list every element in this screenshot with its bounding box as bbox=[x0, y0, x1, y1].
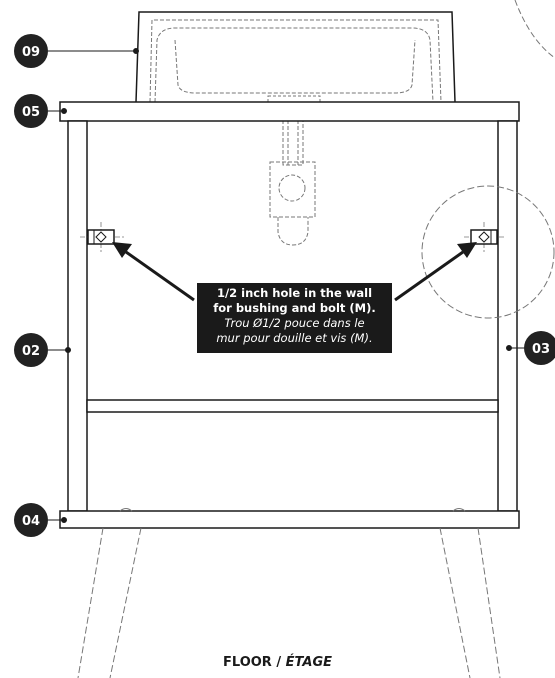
instruction-callout: 1/2 inch hole in the wall for bushing an… bbox=[197, 283, 392, 353]
floor-label-english: FLOOR bbox=[223, 655, 272, 670]
left-arrow bbox=[112, 242, 195, 302]
leader-lines bbox=[48, 48, 524, 523]
callout-line-2: for bushing and bolt (M). bbox=[213, 301, 376, 315]
callout-line-1: 1/2 inch hole in the wall bbox=[216, 286, 373, 300]
part-badge-03: 03 bbox=[524, 331, 555, 365]
part-badge-04: 04 bbox=[14, 503, 48, 537]
detail-arc-top bbox=[514, 0, 555, 59]
middle-shelf bbox=[86, 399, 499, 413]
floor-label-french: ÉTAGE bbox=[285, 655, 332, 670]
left-bushing-icon bbox=[80, 222, 124, 252]
legs bbox=[77, 527, 501, 678]
part-label-04: 04 bbox=[22, 514, 40, 529]
top-panel bbox=[59, 101, 520, 122]
part-label-09: 09 bbox=[22, 45, 40, 60]
detail-circle bbox=[421, 185, 555, 319]
left-side-panel bbox=[67, 120, 88, 512]
right-bushing-icon bbox=[464, 222, 506, 252]
part-badge-02: 02 bbox=[14, 333, 48, 367]
callout-line-3: Trou Ø1/2 pouce dans le bbox=[224, 316, 365, 330]
callout-line-4: mur pour douille et vis (M). bbox=[216, 331, 373, 345]
part-badge-09: 09 bbox=[14, 34, 48, 68]
floor-label-separator: / bbox=[271, 655, 286, 670]
floor-label: FLOOR / ÉTAGE bbox=[0, 655, 555, 670]
part-label-05: 05 bbox=[22, 105, 40, 120]
part-badge-05: 05 bbox=[14, 94, 48, 128]
part-label-02: 02 bbox=[22, 344, 40, 359]
right-arrow bbox=[394, 242, 477, 302]
bottom-panel bbox=[59, 510, 520, 529]
right-side-panel bbox=[497, 120, 518, 512]
part-label-03: 03 bbox=[532, 342, 550, 357]
sink-basin bbox=[135, 11, 456, 103]
